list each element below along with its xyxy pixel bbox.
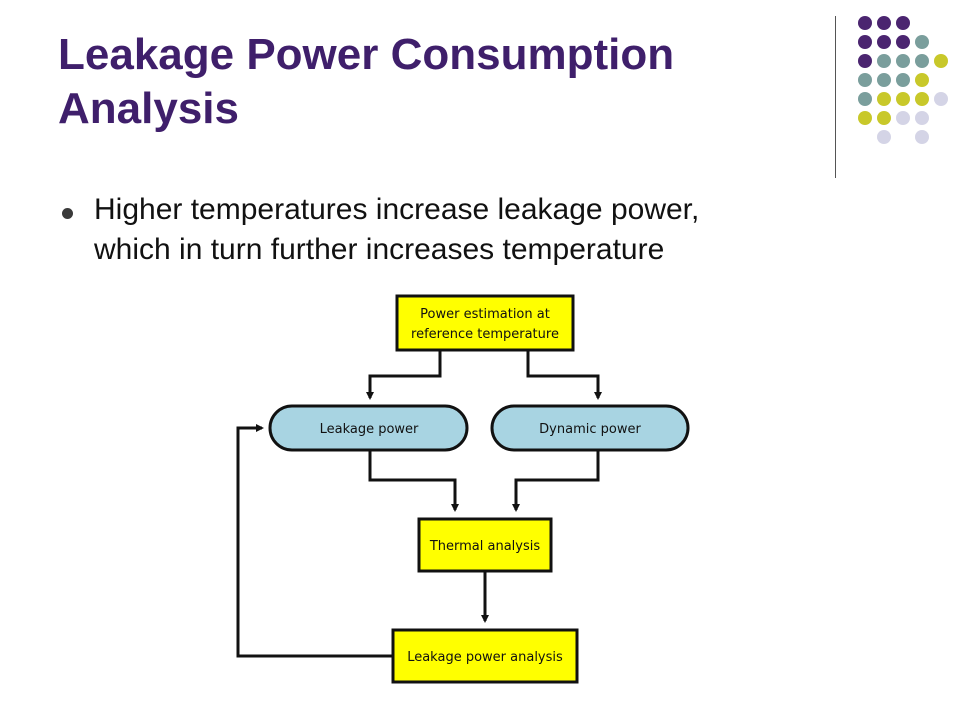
decor-dot — [896, 54, 910, 68]
decor-dot — [858, 16, 872, 30]
arrow-leakage-to-thermal — [368, 450, 459, 512]
decor-dot — [915, 92, 929, 106]
thermal-analysis-node: Thermal analysis — [417, 517, 553, 573]
decor-dot — [858, 35, 872, 49]
leakage-power-node: Leakage power — [268, 404, 469, 452]
decor-dot — [896, 35, 910, 49]
decor-dot — [915, 130, 929, 144]
decor-dot — [858, 73, 872, 87]
decorative-dot-grid — [850, 12, 950, 162]
decor-dot — [877, 130, 891, 144]
dynamic-power-label: Dynamic power — [539, 422, 641, 437]
decor-dot — [934, 54, 948, 68]
flow-diagram-svg: Power estimation at reference temperatur… — [236, 294, 690, 684]
arrow-to-leakage-power — [366, 350, 442, 400]
decor-dot — [915, 73, 929, 87]
dynamic-power-node: Dynamic power — [490, 404, 690, 452]
arrow-dynamic-to-thermal — [512, 450, 600, 512]
slide-title-line-2: Analysis — [58, 84, 239, 133]
decor-dot — [915, 54, 929, 68]
decor-dot — [858, 54, 872, 68]
decor-dot — [915, 111, 929, 125]
arrow-feedback-loop — [236, 424, 393, 658]
thermal-analysis-label: Thermal analysis — [429, 539, 541, 554]
decor-dot — [877, 54, 891, 68]
decor-dot — [896, 73, 910, 87]
decor-dot — [858, 92, 872, 106]
flow-diagram: Power estimation at reference temperatur… — [230, 290, 698, 694]
title-divider — [835, 16, 836, 178]
slide-title-line-1: Leakage Power Consumption — [58, 30, 675, 79]
bullet-icon — [62, 208, 73, 219]
slide-title: Leakage Power Consumption Analysis — [58, 28, 818, 136]
leakage-power-analysis-node: Leakage power analysis — [391, 628, 579, 684]
bullet-text-line-2: which in turn further increases temperat… — [94, 233, 665, 266]
arrow-to-dynamic-power — [526, 350, 602, 400]
decor-dot — [915, 35, 929, 49]
decor-dot — [934, 92, 948, 106]
decor-dot — [877, 35, 891, 49]
decor-dot — [877, 16, 891, 30]
decor-dot — [877, 73, 891, 87]
bullet-text: Higher temperatures increase leakage pow… — [94, 190, 934, 270]
power-estimation-label-line-2: reference temperature — [411, 327, 559, 342]
power-estimation-label-line-1: Power estimation at — [420, 307, 550, 322]
power-estimation-node: Power estimation at reference temperatur… — [395, 294, 575, 352]
leakage-power-analysis-label: Leakage power analysis — [407, 650, 563, 665]
decor-dot — [896, 16, 910, 30]
decor-dot — [877, 111, 891, 125]
decor-dot — [858, 111, 872, 125]
decor-dot — [896, 111, 910, 125]
decor-dot — [896, 92, 910, 106]
decor-dot — [877, 92, 891, 106]
bullet-text-line-1: Higher temperatures increase leakage pow… — [94, 193, 700, 226]
leakage-power-label: Leakage power — [320, 422, 419, 437]
